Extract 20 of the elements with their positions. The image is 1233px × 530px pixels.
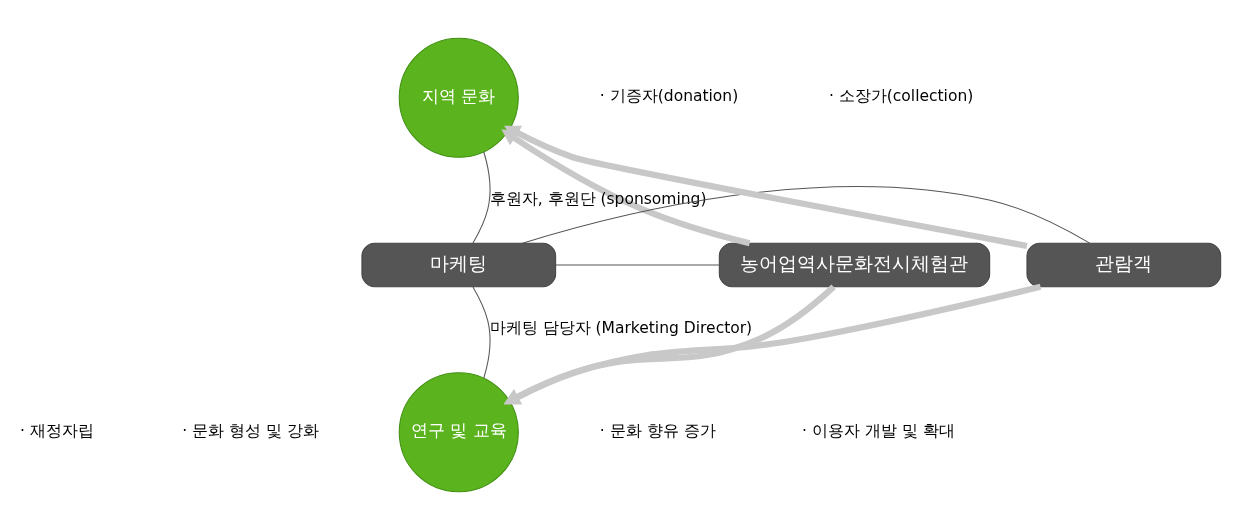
connector [555, 264, 720, 266]
label: · 소장가(collection) [828, 87, 974, 106]
label: · 문화 향유 증가 [599, 421, 716, 440]
label: · 이용자 개발 및 확대 [801, 421, 955, 440]
arrow [503, 284, 836, 405]
arrow [503, 125, 1028, 249]
edge-label: 마케팅 담당자 (Marketing Director) [489, 319, 753, 338]
label: · 기증자(donation) [599, 87, 739, 106]
node-box: 관람객 [1026, 242, 1222, 288]
node-box: 마케팅 [361, 242, 557, 288]
connector [472, 151, 491, 244]
connector [472, 286, 491, 379]
arrow [501, 129, 751, 247]
connector [522, 185, 1091, 244]
label: · 재정자립 [19, 421, 94, 440]
node-box: 농어업역사문화전시체험관 [718, 242, 991, 288]
label: · 문화 형성 및 강화 [182, 421, 319, 440]
edge-label: 후원자, 후원단 (sponsoming) [489, 189, 707, 208]
node-circle: 연구 및 교육 [398, 372, 519, 493]
arrow [503, 283, 1042, 405]
